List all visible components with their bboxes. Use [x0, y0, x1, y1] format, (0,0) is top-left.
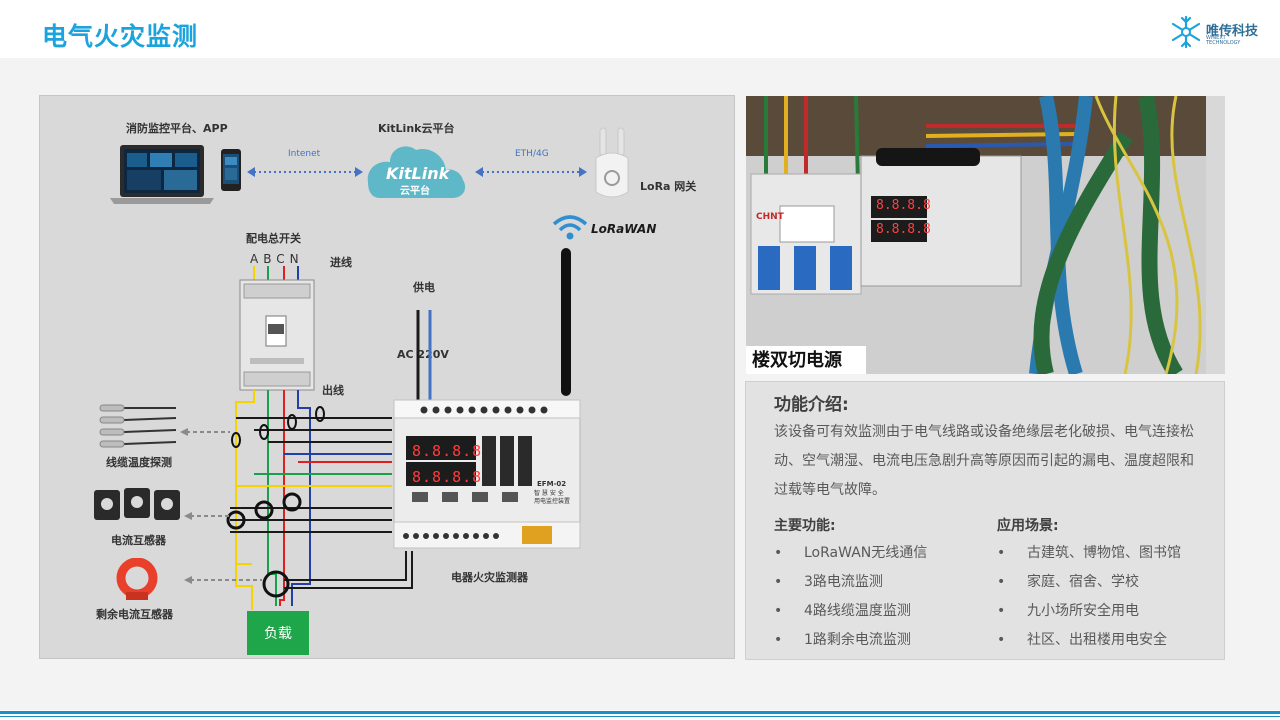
list-item: •家庭、宿舍、学校	[997, 574, 1139, 590]
current-transformer-icon	[94, 488, 180, 520]
phase-label-b: B	[263, 252, 277, 266]
voltage-label: AC 220V	[397, 348, 449, 361]
company-logo	[1168, 14, 1268, 50]
eth-link-label: ETH/4G	[515, 149, 549, 159]
device-model: EFM-02	[537, 480, 567, 488]
power-label: 供电	[413, 281, 435, 294]
info-description: 该设备可有效监测由于电气线路或设备绝缘层老化破损、电气连接松动、空气潮湿、电流电…	[774, 424, 1194, 498]
photo-sign-text: 楼双切电源	[752, 350, 842, 371]
temperature-probe-icon	[99, 404, 177, 448]
phase-label-n: N	[289, 252, 304, 266]
antenna-icon	[561, 248, 571, 396]
gateway-label: LoRa 网关	[640, 180, 697, 193]
lorawan-logo: LoRaWAN	[591, 222, 657, 236]
device-display-2: 8.8.8.8	[412, 468, 483, 486]
system-diagram: 消防监控平台、APP KitLink云平台 Intenet ETH/4G LoR…	[39, 95, 735, 659]
footer-rule	[0, 710, 1280, 720]
cloud-icon	[367, 146, 466, 198]
photo-breaker-brand: CHNT	[756, 212, 784, 222]
photo-meter-1: 8.8.8.8	[876, 198, 931, 213]
wiring-diagram	[180, 266, 432, 610]
cloud-logo-sub: 云平台	[400, 186, 430, 197]
feature-info-panel: 功能介绍: 该设备可有效监测由于电气线路或设备绝缘层老化破损、电气连接松动、空气…	[745, 381, 1225, 660]
monitor-device-icon	[393, 399, 581, 549]
photo-meter-2: 8.8.8.8	[876, 222, 931, 237]
cloud-label: KitLink云平台	[378, 122, 455, 135]
list-item: •社区、出租楼用电安全	[997, 632, 1167, 648]
phase-label-c: C	[276, 252, 290, 266]
temp-probe-label: 线缆温度探测	[106, 456, 172, 469]
residual-current-transformer-icon	[116, 558, 158, 600]
platform-label: 消防监控平台、APP	[126, 122, 228, 135]
company-subname: WINEXT TECHNOLOGY	[1206, 35, 1241, 46]
list-item: •3路电流监测	[774, 574, 883, 590]
device-caption: 智 慧 安 全 用电监控装置	[534, 490, 571, 505]
list-item: •4路线缆温度监测	[774, 603, 911, 619]
rcd-label: 剩余电流互感器	[96, 608, 173, 621]
scenarios-list: •古建筑、博物馆、图书馆 •家庭、宿舍、学校 •九小场所安全用电 •社区、出租楼…	[997, 539, 1181, 655]
gateway-icon	[595, 127, 629, 198]
scenarios-heading: 应用场景:	[997, 518, 1059, 534]
phone-icon	[221, 149, 241, 191]
list-item: •古建筑、博物馆、图书馆	[997, 545, 1181, 561]
list-item: •LoRaWAN无线通信	[774, 545, 928, 561]
list-item: •1路剩余电流监测	[774, 632, 911, 648]
main-switch-label: 配电总开关	[246, 232, 301, 245]
phase-a-label: ABCN	[250, 252, 304, 266]
features-heading: 主要功能:	[774, 518, 836, 534]
laptop-icon	[110, 145, 214, 204]
outgoing-label: 出线	[322, 384, 344, 397]
company-name: 唯传科技	[1206, 24, 1259, 39]
internet-link-icon	[247, 167, 363, 177]
list-item: •九小场所安全用电	[997, 603, 1139, 619]
load-box: 负载	[247, 611, 309, 655]
incoming-label: 进线	[330, 256, 352, 269]
ct-label: 电流互感器	[111, 534, 166, 547]
features-list: •LoRaWAN无线通信 •3路电流监测 •4路线缆温度监测 •1路剩余电流监测	[774, 539, 927, 655]
installation-photo: 楼双切电源 8.8.8.8 8.8.8.8 CHNT	[746, 96, 1225, 374]
eth-link-icon	[475, 167, 587, 177]
page-title: 电气火灾监测	[42, 22, 199, 51]
phase-label-a: A	[250, 252, 264, 266]
device-display-1: 8.8.8.8	[412, 442, 483, 460]
internet-link-label: Intenet	[288, 149, 321, 159]
wifi-icon	[552, 215, 588, 240]
device-label: 电器火灾监测器	[451, 571, 528, 584]
cloud-logo-text: KitLink	[386, 164, 450, 183]
installation-photo-art	[746, 96, 1225, 374]
snowflake-logo-icon	[1171, 15, 1201, 49]
info-title: 功能介绍:	[774, 395, 849, 415]
